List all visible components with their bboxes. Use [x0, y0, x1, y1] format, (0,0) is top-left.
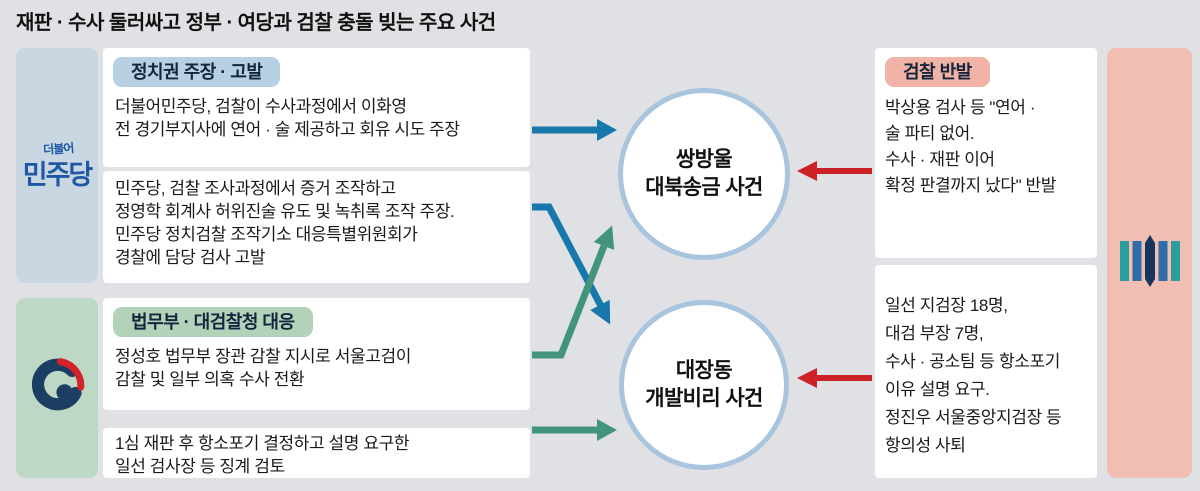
politics-claim-text-1: 더불어민주당, 검찰이 수사과정에서 이화영 전 경기부지사에 연어 · 술 제… — [103, 87, 530, 141]
justice-ministry-panel — [16, 298, 98, 478]
prosecution-badge: 검찰 반발 — [885, 57, 990, 87]
prosecution-panel — [1107, 48, 1192, 478]
ministry-badge: 법무부 · 대검찰청 대응 — [113, 307, 313, 337]
prosecution-reaction-text-2: 일선 지검장 18명, 대검 부장 7명, 수사 · 공소팀 등 항소포기 이유… — [875, 265, 1097, 460]
text-line: 박상용 검사 등 "연어 · — [885, 98, 1036, 117]
arrow-response1-to-case1 — [532, 225, 615, 359]
arrow-claim2-to-case2 — [532, 203, 611, 325]
text-line: 확정 판결까지 났다" 반발 — [885, 176, 1057, 195]
government-emblem-icon — [28, 357, 86, 420]
democratic-party-panel: 더불어 민주당 — [16, 48, 98, 283]
ministry-response-text-1: 정성호 법무부 장관 감찰 지시로 서울고검이 감찰 및 일부 의혹 수사 전환 — [103, 337, 530, 391]
text-line: 더불어민주당, 검찰이 수사과정에서 이화영 — [115, 97, 407, 116]
case-circle-daejangdong: 대장동 개발비리 사건 — [619, 300, 789, 470]
arrow-reaction2-to-case2 — [797, 368, 872, 388]
text-line: 전 경기부지사에 연어 · 술 제공하고 회유 시도 주장 — [115, 120, 460, 139]
arrow-claim1-to-case1 — [532, 119, 617, 141]
text-line: 민주당, 검찰 조사과정에서 증거 조작하고 — [115, 179, 396, 198]
politics-badge: 정치권 주장 · 고발 — [113, 57, 281, 87]
text-line: 민주당 정치검찰 조작기소 대응특별위원회가 — [115, 225, 418, 244]
minjoo-party-logo-big-text: 민주당 — [22, 159, 94, 190]
case-name-line: 대장동 — [675, 359, 733, 382]
case-circle-ssangbangwool: 쌍방울 대북송금 사건 — [618, 88, 790, 260]
text-line: 감찰 및 일부 의혹 수사 전환 — [115, 370, 305, 389]
arrow-response2-to-case2 — [532, 419, 617, 441]
text-line: 경찰에 담당 검사 고발 — [115, 248, 266, 267]
politics-claim-text-2: 민주당, 검찰 조사과정에서 증거 조작하고 정영학 회계사 허위진술 유도 및… — [103, 171, 530, 269]
prosecution-emblem-icon — [1119, 233, 1181, 294]
text-line: 술 파티 없어. — [885, 124, 975, 143]
text-line: 1심 재판 후 항소포기 결정하고 설명 요구한 — [115, 434, 410, 453]
ministry-response-box-2: 1심 재판 후 항소포기 결정하고 설명 요구한 일선 검사장 등 징계 검토 — [103, 428, 530, 478]
text-line: 정성호 법무부 장관 감찰 지시로 서울고검이 — [115, 347, 411, 366]
case-name-line: 쌍방울 — [675, 148, 733, 171]
minjoo-party-logo: 더불어 민주당 — [22, 140, 94, 192]
text-line: 정영학 회계사 허위진술 유도 및 녹취록 조작 주장. — [115, 202, 455, 221]
prosecution-reaction-box-2: 일선 지검장 18명, 대검 부장 7명, 수사 · 공소팀 등 항소포기 이유… — [875, 265, 1097, 478]
politics-claim-box-2: 민주당, 검찰 조사과정에서 증거 조작하고 정영학 회계사 허위진술 유도 및… — [103, 171, 530, 283]
text-line: 일선 검사장 등 징계 검토 — [115, 457, 285, 476]
text-line: 항의성 사퇴 — [885, 436, 966, 455]
ministry-response-text-2: 1심 재판 후 항소포기 결정하고 설명 요구한 일선 검사장 등 징계 검토 — [103, 428, 530, 478]
prosecution-reaction-text-1: 박상용 검사 등 "연어 · 술 파티 없어. 수사 · 재판 이어 확정 판결… — [875, 87, 1097, 199]
case-name-line: 대북송금 사건 — [645, 176, 763, 199]
text-line: 일선 지검장 18명, — [885, 296, 1008, 315]
arrow-reaction1-to-case1 — [797, 161, 872, 181]
text-line: 수사 · 공소팀 등 항소포기 — [885, 352, 1060, 371]
text-line: 정진우 서울중앙지검장 등 — [885, 408, 1062, 427]
ministry-response-box-1: 법무부 · 대검찰청 대응 정성호 법무부 장관 감찰 지시로 서울고검이 감찰… — [103, 298, 530, 410]
text-line: 대검 부장 7명, — [885, 324, 984, 343]
text-line: 이유 설명 요구. — [885, 380, 990, 399]
text-line: 수사 · 재판 이어 — [885, 150, 995, 169]
page-title: 재판 · 수사 둘러싸고 정부 · 여당과 검찰 충돌 빚는 주요 사건 — [16, 12, 496, 34]
prosecution-reaction-box-1: 검찰 반발 박상용 검사 등 "연어 · 술 파티 없어. 수사 · 재판 이어… — [875, 48, 1097, 258]
politics-claim-box-1: 정치권 주장 · 고발 더불어민주당, 검찰이 수사과정에서 이화영 전 경기부… — [103, 48, 530, 167]
case-name-line: 개발비리 사건 — [645, 387, 763, 410]
